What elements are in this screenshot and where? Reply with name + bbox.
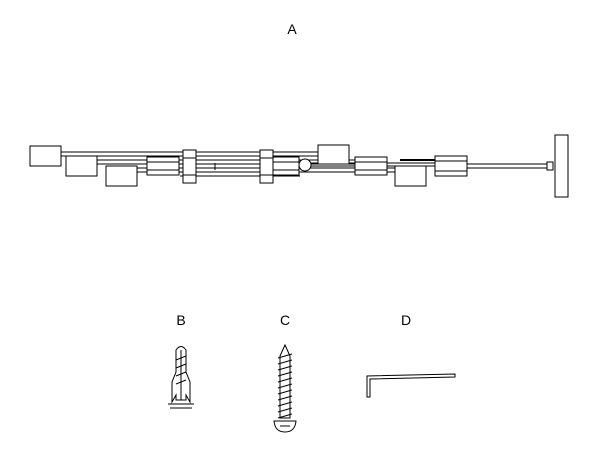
label-c: C [280, 312, 290, 328]
joint-knob [298, 158, 312, 172]
sleeve-2 [272, 156, 300, 176]
end-cap-right-bottom [394, 165, 427, 187]
end-cap-left-bottom [105, 165, 138, 187]
label-d: D [401, 312, 411, 328]
allen-key [366, 373, 456, 398]
wall-plate [554, 134, 569, 198]
wall-anchor [168, 346, 194, 409]
rod-end-stub [546, 161, 554, 171]
end-cap-left [29, 145, 62, 167]
bracket-clip-1 [182, 149, 197, 184]
bracket-clip-2 [259, 149, 274, 184]
sleeve-1 [146, 156, 180, 176]
label-a: A [287, 21, 297, 37]
label-b: B [176, 312, 185, 328]
rod-assembly [29, 134, 569, 198]
sleeve-4 [434, 155, 468, 177]
sleeve-3 [354, 156, 388, 176]
end-cap-left-lower [65, 155, 98, 177]
screw [273, 343, 297, 433]
end-cap-mid [317, 144, 350, 165]
